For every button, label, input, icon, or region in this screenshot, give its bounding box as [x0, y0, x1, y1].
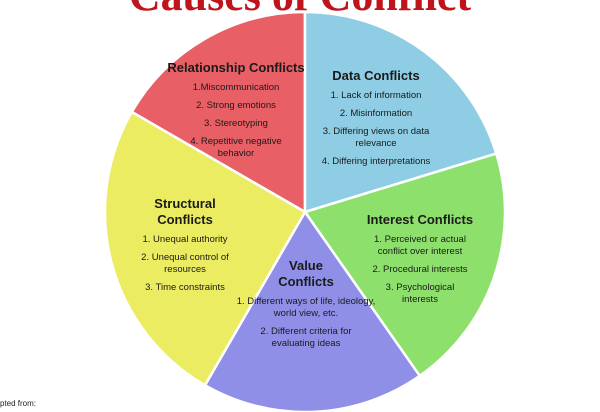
heading-value: Value Conflicts — [278, 258, 334, 289]
diagram-title: Causes of Conflict — [0, 0, 600, 22]
source-note: pted from: — [0, 399, 37, 408]
item-relationship-3: 3. Stereotyping — [204, 118, 268, 129]
label-structural: Structural Conflicts 1. Unequal authorit… — [125, 196, 245, 300]
item-structural-2: 2. Unequal control of resources — [141, 252, 229, 275]
item-value-2: 2. Different criteria for evaluating ide… — [260, 326, 352, 349]
item-structural-1: 1. Unequal authority — [142, 234, 228, 245]
heading-interest: Interest Conflicts — [366, 212, 474, 227]
label-relationship: Relationship Conflicts 1.Miscommunicatio… — [161, 60, 311, 166]
slice-structural — [103, 110, 307, 387]
item-data-3: 3. Differing views on data relevance — [322, 126, 430, 149]
label-data: Data Conflicts 1. Lack of information 2.… — [301, 68, 451, 174]
item-relationship-1: 1.Miscommunication — [192, 82, 280, 93]
item-interest-1: 1. Perceived or actual conflict over int… — [374, 234, 466, 257]
item-value-1: 1. Different ways of life, ideology, wor… — [236, 296, 376, 319]
slice-interest — [302, 151, 507, 378]
item-interest-2: 2. Procedural interests — [372, 264, 468, 275]
slice-relationship — [130, 10, 307, 215]
item-interest-3: 3. Psychological interests — [385, 282, 455, 305]
label-interest: Interest Conflicts 1. Perceived or actua… — [345, 212, 495, 312]
item-relationship-2: 2. Strong emotions — [196, 100, 276, 111]
item-data-4: 4. Differing interpretations — [321, 156, 431, 167]
label-value: Value Conflicts 1. Different ways of lif… — [236, 258, 376, 356]
heading-structural: Structural Conflicts — [154, 196, 216, 227]
item-data-1: 1. Lack of information — [330, 90, 422, 101]
item-structural-3: 3. Time constraints — [145, 282, 225, 293]
heading-relationship: Relationship Conflicts — [167, 60, 305, 75]
item-relationship-4: 4. Repetitive negative behavior — [190, 136, 282, 159]
item-data-2: 2. Misinformation — [339, 108, 413, 119]
slice-data — [303, 10, 498, 214]
heading-data: Data Conflicts — [332, 68, 420, 83]
